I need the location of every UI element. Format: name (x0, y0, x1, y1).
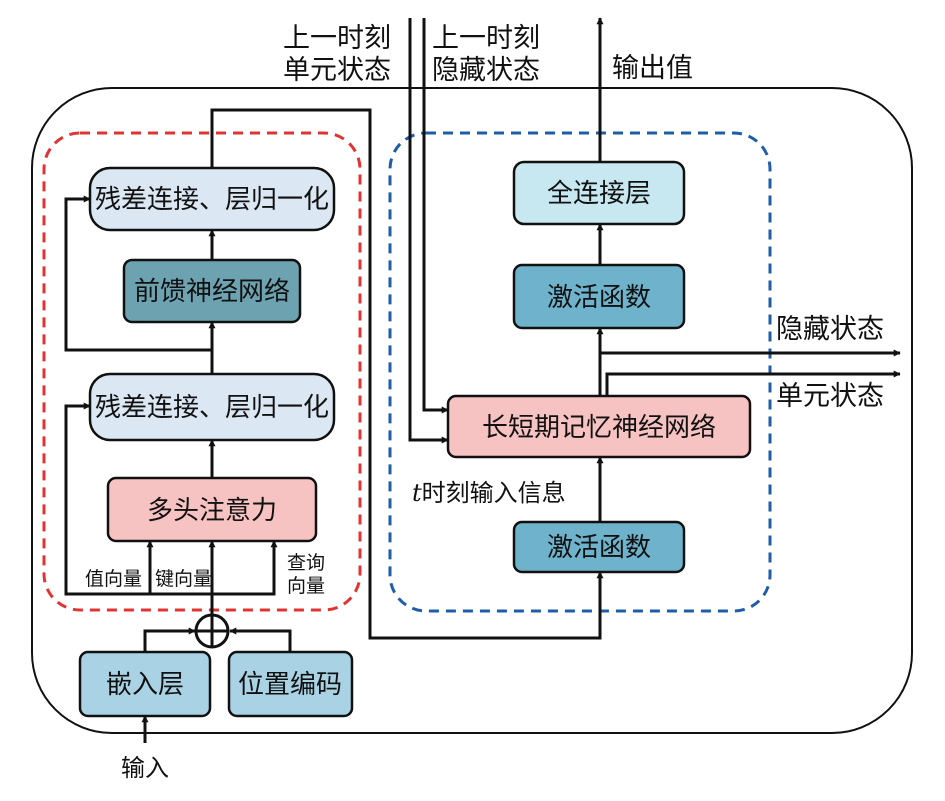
prev-hidden-label-1: 上一时刻 (432, 23, 540, 54)
multi-head-attention: 多头注意力 (106, 476, 318, 543)
attention-label: 多头注意力 (147, 496, 277, 526)
t-variable: t (412, 479, 422, 507)
activation-top: 激活函数 (512, 263, 686, 330)
t-input-info-label: t时刻输入信息 (412, 479, 566, 507)
input-label: 输入 (121, 754, 169, 782)
position-encoding: 位置编码 (227, 650, 354, 718)
lstm-label: 长短期记忆神经网络 (482, 413, 716, 443)
output-value-label: 输出值 (612, 53, 693, 84)
activation-bottom-label: 激活函数 (547, 533, 651, 563)
key-vector-label: 键向量 (155, 568, 212, 590)
t-input-info-text: 时刻输入信息 (422, 479, 566, 507)
prev-hidden-label-2: 隐藏状态 (432, 55, 540, 86)
fully-connected-layer: 全连接层 (512, 160, 686, 226)
lstm-group-frame (388, 131, 772, 613)
value-vector-label: 值向量 (85, 568, 142, 590)
hidden-state-label: 隐藏状态 (776, 314, 884, 345)
embedding-label: 嵌入层 (106, 670, 184, 700)
prev-cell-label-2: 单元状态 (283, 55, 391, 86)
lstm-network: 长短期记忆神经网络 (446, 394, 752, 459)
cell-state-label: 单元状态 (776, 381, 884, 412)
feed-forward-network: 前馈神经网络 (122, 258, 302, 324)
residual-norm-top: 残差连接、层归一化 (88, 166, 336, 232)
activation-bottom: 激活函数 (512, 520, 686, 574)
feed-forward-label: 前馈神经网络 (134, 277, 290, 307)
position-encoding-label: 位置编码 (238, 670, 342, 700)
prev-cell-label-1: 上一时刻 (283, 23, 391, 54)
residual-norm-bottom-label: 残差连接、层归一化 (95, 393, 329, 423)
residual-norm-bottom: 残差连接、层归一化 (88, 372, 336, 442)
activation-top-label: 激活函数 (547, 283, 651, 313)
query-vector-label-2: 向量 (287, 575, 325, 597)
outer-frame (31, 87, 913, 734)
embedding-layer: 嵌入层 (78, 650, 212, 718)
add-node (194, 613, 230, 649)
query-vector-label-1: 查询 (287, 552, 325, 574)
connections (64, 17, 901, 743)
transformer-group-frame (42, 131, 362, 612)
residual-norm-top-label: 残差连接、层归一化 (95, 185, 329, 215)
fc-label: 全连接层 (547, 179, 651, 209)
